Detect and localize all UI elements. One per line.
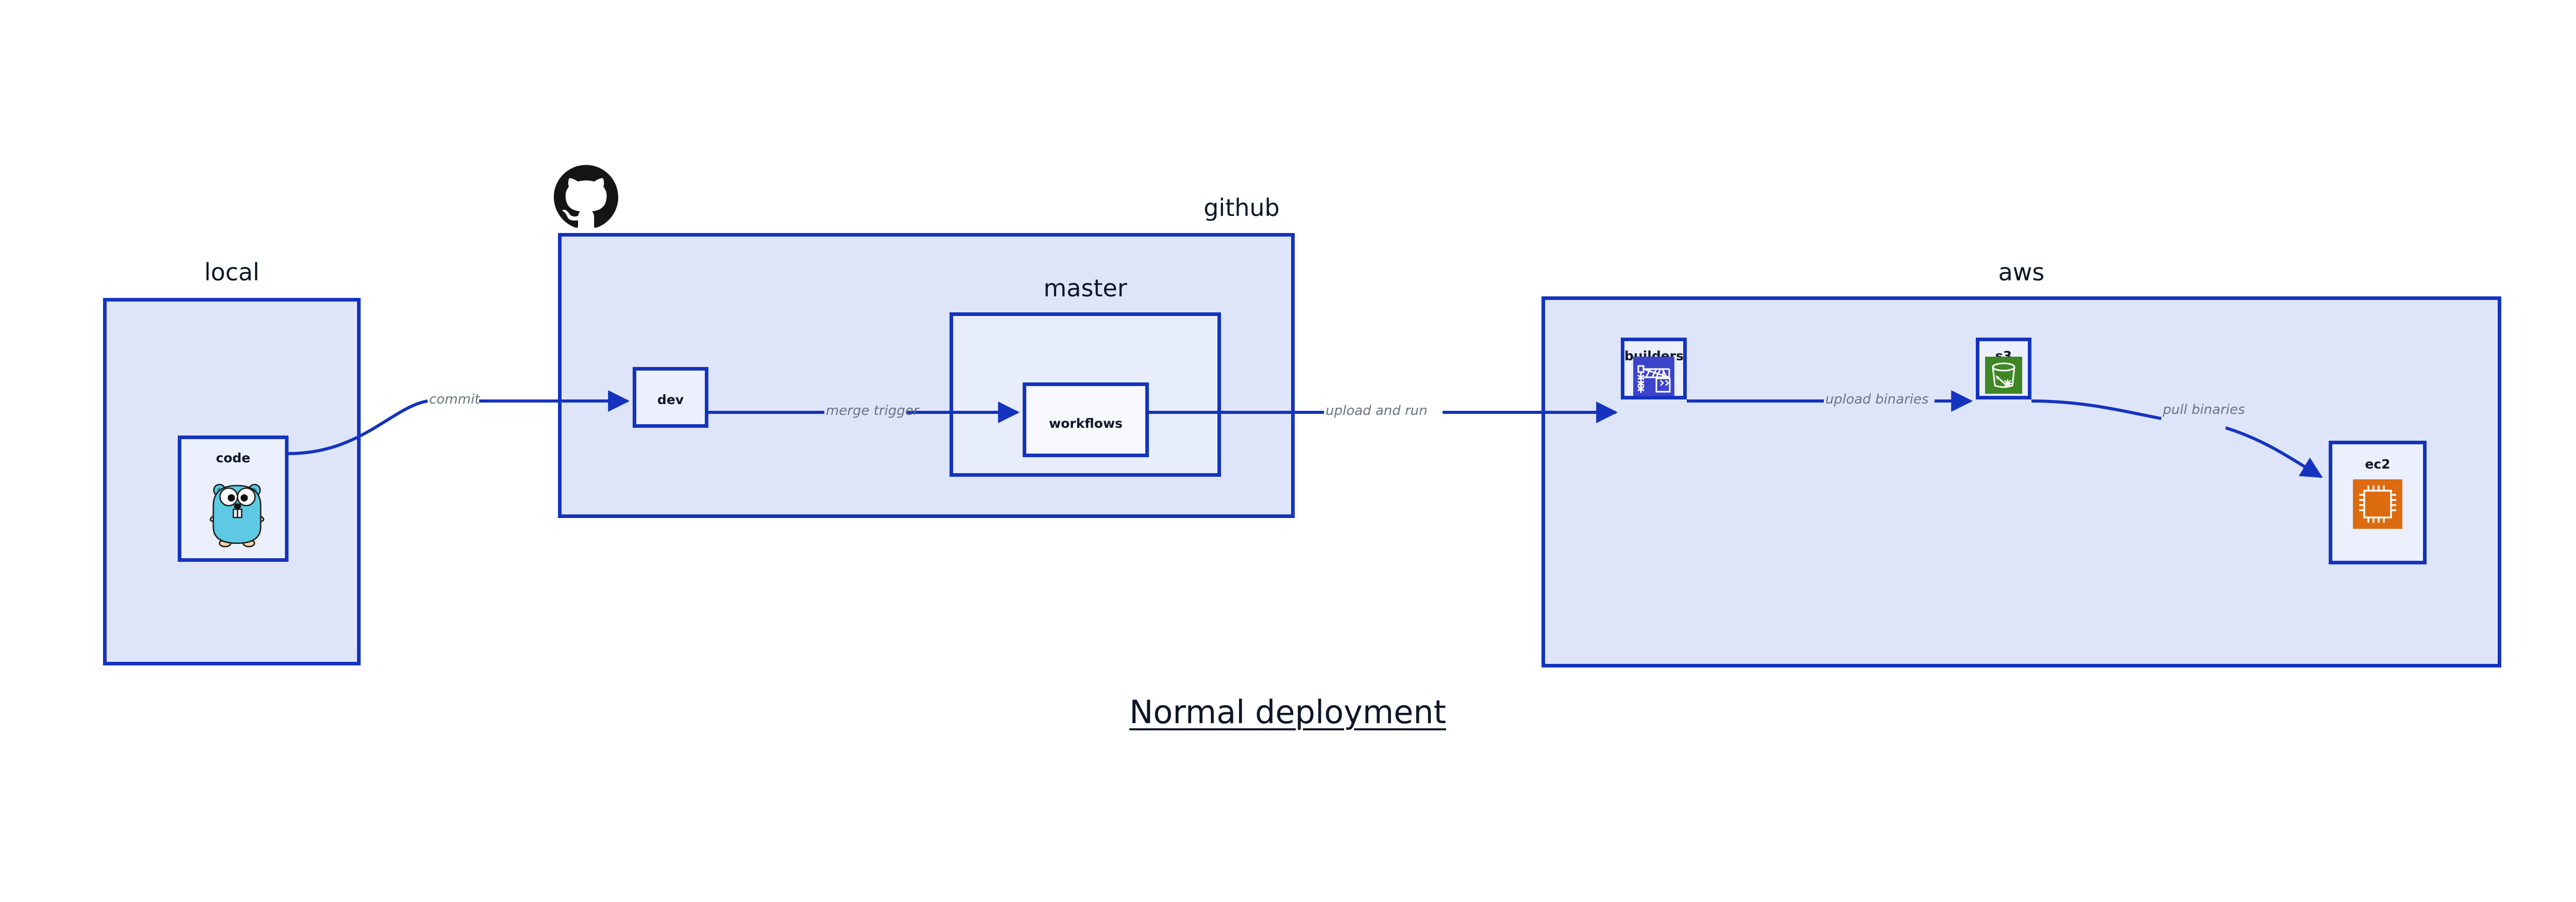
github-octocat-logo (554, 165, 618, 228)
aws-ec2-chip-icon (2353, 479, 2402, 529)
aws-builders-crane-icon (1633, 357, 1674, 398)
edge-label-upload-binaries: upload binaries (1825, 392, 1929, 407)
edge-label-commit: commit (429, 392, 480, 407)
group-label-master: master (1043, 274, 1127, 302)
group-label-aws: aws (1998, 258, 2045, 286)
node-label-ec2: ec2 (2365, 457, 2391, 472)
go-gopher-icon (210, 483, 264, 547)
node-code[interactable]: code (178, 436, 289, 562)
edge-label-merge-trigger: merge trigger (826, 403, 919, 419)
page-title: Normal deployment (1129, 693, 1446, 731)
group-label-github: github (1204, 194, 1280, 222)
node-label-code: code (216, 450, 250, 465)
aws-s3-bucket-icon (1985, 357, 2022, 394)
edge-label-pull-binaries: pull binaries (2163, 402, 2245, 417)
edge-label-upload-and-run: upload and run (1326, 403, 1428, 419)
node-label-dev: dev (657, 392, 684, 407)
node-label-workflows: workflows (1049, 416, 1123, 431)
group-label-local: local (204, 258, 260, 286)
node-dev[interactable]: dev (633, 367, 708, 428)
node-workflows[interactable]: workflows (1023, 382, 1149, 457)
